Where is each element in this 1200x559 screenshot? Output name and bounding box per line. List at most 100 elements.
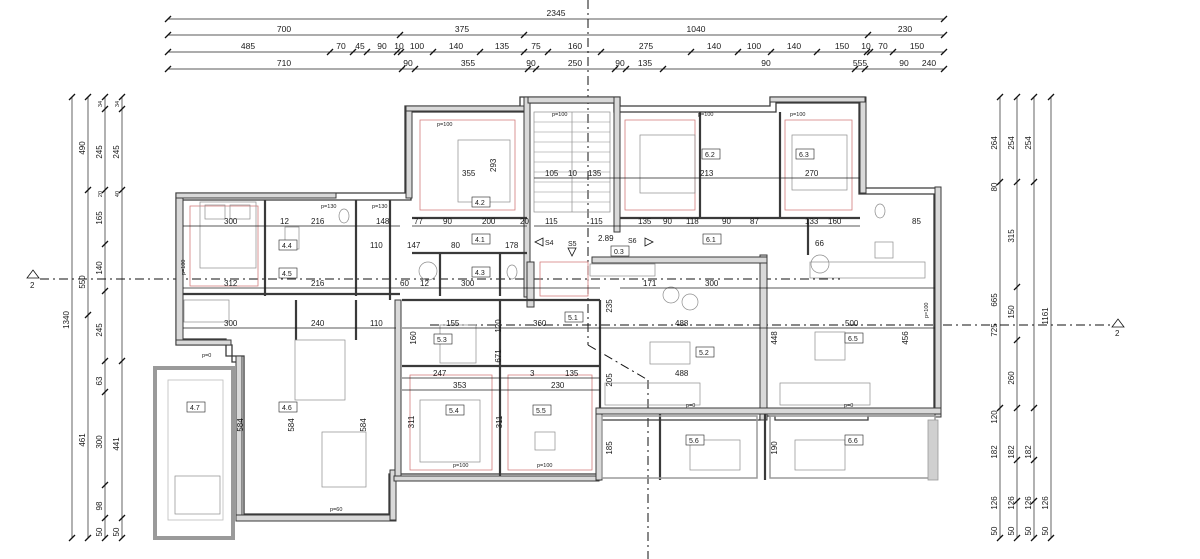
dim-top-row4: 250 — [568, 58, 582, 68]
interior-dim: 312 — [224, 279, 238, 288]
dim-top-row4: 135 — [638, 58, 652, 68]
room-label-5-4: 5.4 — [449, 408, 459, 415]
dim-right-bottom: 126 — [1007, 496, 1016, 510]
interior-dim: 235 — [605, 299, 614, 313]
room-label-4-4: 4.4 — [282, 243, 292, 250]
dim-right-bottom: 126 — [990, 496, 999, 510]
interior-dim: 456 — [901, 331, 910, 345]
room-label-4-6: 4.6 — [282, 405, 292, 412]
dim-left-small: 34 — [98, 101, 104, 107]
interior-dim: 115 — [545, 217, 558, 226]
dim-left-col4: 245 — [112, 145, 121, 159]
dim-left-col3: 63 — [95, 376, 104, 385]
dim-top-row4: 90 — [615, 58, 625, 68]
interior-dim: 247 — [433, 369, 447, 378]
dim-top-row4: 555 — [853, 58, 867, 68]
interior-dim: 115 — [590, 217, 603, 226]
room-label-5-2: 5.2 — [699, 350, 709, 357]
interior-dim: 185 — [605, 441, 614, 455]
interior-dim: 135 — [565, 369, 579, 378]
dim-left-small: 20 — [98, 191, 104, 197]
interior-dim: 300 — [705, 279, 719, 288]
dim-right-bottom: 182 — [990, 445, 999, 459]
interior-dim: 671 — [494, 349, 503, 363]
dim-right-col1: 665 — [990, 293, 999, 307]
dim-right-col2: 315 — [1007, 229, 1016, 243]
dim-left-col3: 50 — [95, 527, 104, 536]
room-label-6-5: 6.5 — [848, 336, 858, 343]
dim-top-row4: 90 — [403, 58, 413, 68]
interior-dim: 87 — [750, 217, 759, 226]
interior-dim: 133 — [805, 217, 819, 226]
level-mark: p=100 — [437, 122, 452, 128]
interior-dim: 584 — [236, 418, 245, 432]
interior-dim: 488 — [675, 319, 689, 328]
interior-dim: 216 — [311, 217, 325, 226]
dim-top-row4: 90 — [526, 58, 536, 68]
left-dimension-chains: 1340 550 490 461 245 165 140 245 63 300 … — [62, 93, 126, 542]
interior-dim: 20 — [520, 217, 529, 226]
dim-left-col3: 245 — [95, 145, 104, 159]
room-label-4-3: 4.3 — [475, 270, 485, 277]
room-label-5-6: 5.6 — [689, 438, 699, 445]
dim-right-col2: 260 — [1007, 371, 1016, 385]
staircase: S4 S5 S6 2.89 — [533, 111, 654, 257]
interior-dim: 135 — [638, 217, 652, 226]
level-mark: p=0 — [686, 403, 695, 409]
interior-dim: 213 — [700, 169, 714, 178]
dim-top-row3: 45 — [355, 41, 365, 51]
section-marker-right: 2 — [1115, 329, 1120, 338]
level-mark: p=100 — [924, 303, 930, 318]
level-mark: p=130 — [372, 204, 387, 210]
room-label-5-5: 5.5 — [536, 408, 546, 415]
dim-top-row4: 710 — [277, 58, 291, 68]
interior-dim: 500 — [845, 319, 859, 328]
interior-dim: 584 — [359, 418, 368, 432]
dim-right-bottom: 126 — [1024, 496, 1033, 510]
interior-dim: 118 — [686, 217, 699, 226]
dim-top-row4: 90 — [761, 58, 771, 68]
dim-left-col2: 550 — [78, 275, 87, 289]
interior-dim: 488 — [675, 369, 689, 378]
stair-label-s6: S6 — [628, 238, 637, 245]
dim-right-col1: 725 — [990, 323, 999, 337]
section-cut-lines: 2 2 — [26, 0, 1125, 559]
level-mark: p=0 — [202, 353, 211, 359]
dim-top-row3: 160 — [568, 41, 582, 51]
interior-dim: 353 — [453, 381, 467, 390]
interior-dim: 360 — [533, 319, 547, 328]
dim-left-col2: 461 — [78, 433, 87, 447]
interior-dim: 148 — [376, 217, 390, 226]
interior-dim: 60 — [400, 279, 409, 288]
room-label-6-2: 6.2 — [705, 152, 715, 159]
interior-dim: 155 — [446, 319, 460, 328]
dim-right-bottom: 50 — [990, 526, 999, 535]
room-label-4-1: 4.1 — [475, 237, 485, 244]
interior-dim: 160 — [828, 217, 842, 226]
dim-right-bottom: 182 — [1007, 445, 1016, 459]
dim-top-row2: 375 — [455, 24, 469, 34]
dim-top-row4: 90 — [899, 58, 909, 68]
interior-dim: 160 — [409, 331, 418, 345]
level-mark: p=100 — [181, 260, 187, 275]
terraces — [153, 366, 939, 540]
stair-height: 2.89 — [598, 234, 614, 243]
room-label-4-7: 4.7 — [190, 405, 200, 412]
dim-right-bottom: 50 — [1024, 526, 1033, 535]
dim-top-row2: 230 — [898, 24, 912, 34]
room-labels: 4.2 4.1 4.3 4.4 4.5 4.6 4.7 5.1 5.2 5.3 … — [186, 148, 864, 446]
dim-right-col3: 254 — [1024, 136, 1033, 150]
room-label-6-6: 6.6 — [848, 438, 858, 445]
stair-label-s4: S4 — [545, 240, 554, 247]
interior-dim: 80 — [451, 241, 460, 250]
level-mark: p=100 — [552, 112, 567, 118]
interior-dim: 311 — [407, 415, 416, 428]
dim-total-height: 1340 — [62, 311, 71, 329]
level-mark: p=100 — [790, 112, 805, 118]
dim-left-col3: 245 — [95, 323, 104, 337]
interior-dim: 311 — [495, 415, 504, 428]
dim-top-row2: 1040 — [687, 24, 706, 34]
dim-left-small: 34 — [115, 101, 121, 107]
top-dimension-chains: 2345 700 375 1040 230 485 70 45 90 10 10… — [164, 8, 948, 73]
level-marks: p=100 p=100 p=100 p=100 p=130 p=130 p=0 … — [181, 112, 930, 513]
